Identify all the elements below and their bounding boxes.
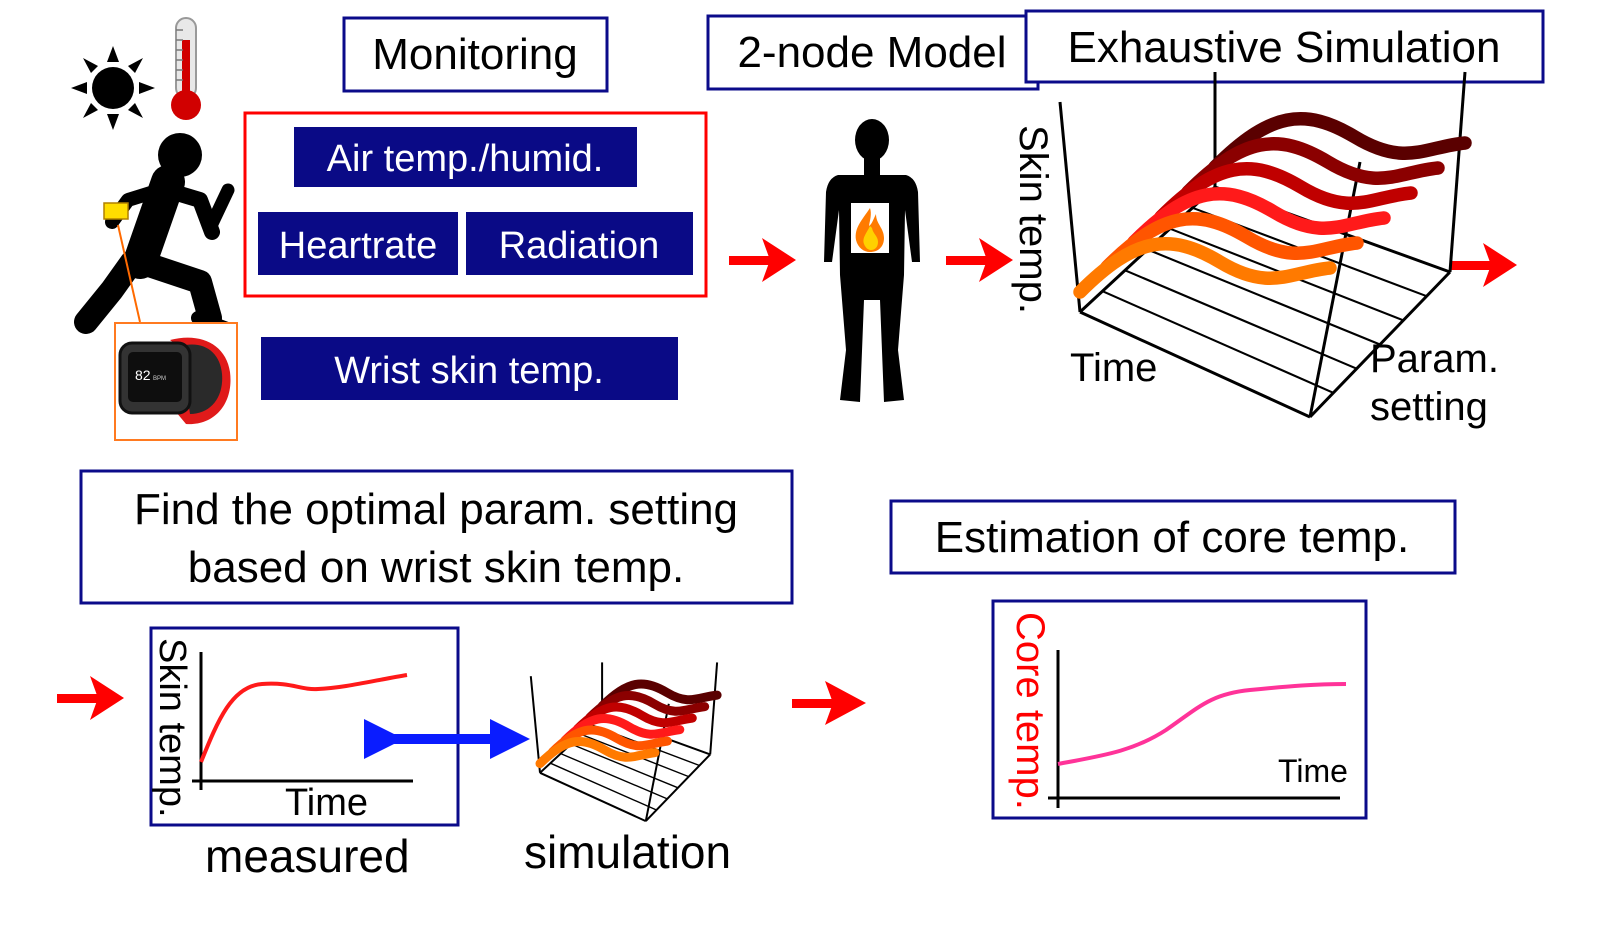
human-body-icon	[824, 119, 920, 402]
simulation-x-label: Time	[1070, 346, 1157, 390]
watch-value: 82	[135, 367, 151, 383]
estimation-title-box	[889, 499, 1457, 575]
input-radiation-label: Radiation	[499, 225, 660, 267]
plot-floor-gridline	[1102, 290, 1334, 394]
plot-frame-edge	[1079, 310, 1311, 419]
model-section: 2-node Model	[706, 14, 1040, 402]
optimal-title-line2: based on wrist skin temp.	[188, 543, 684, 592]
monitoring-title: Monitoring	[372, 30, 577, 79]
input-heartrate-label: Heartrate	[279, 225, 437, 267]
simulated-skin-temp-curve	[1073, 237, 1337, 299]
simulated-skin-temp-curve	[535, 737, 660, 769]
simulated-skin-temp-curve	[585, 691, 710, 723]
simulated-skin-temp-curve	[1100, 212, 1364, 274]
plot-frame-edge	[1058, 101, 1082, 313]
simulated-skin-temp-curve	[1127, 187, 1391, 249]
fire-icon	[855, 208, 884, 252]
simulated-skin-temp-curve	[547, 725, 672, 757]
runner-icon	[74, 133, 237, 337]
monitoring-inputs-box	[243, 111, 708, 298]
arrow-optimal-to-estimation	[792, 681, 866, 725]
simulation-z-label-line1: Param.	[1370, 337, 1499, 381]
simulated-skin-temp-curve	[1181, 137, 1445, 199]
core-temp-curve	[1057, 682, 1347, 766]
simulated-skin-temp-curve	[560, 714, 685, 746]
simulation-y-label: Skin temp.	[1011, 125, 1055, 314]
input-radiation	[466, 212, 693, 275]
input-heartrate	[258, 212, 458, 275]
sun-icon	[71, 46, 155, 130]
model-title: 2-node Model	[737, 28, 1006, 77]
arrow-into-optimal	[57, 676, 124, 720]
flow-arrows	[57, 238, 1517, 725]
model-title-box	[706, 14, 1040, 91]
smartwatch-icon: 82 BPM	[114, 322, 238, 441]
measured-caption: measured	[205, 830, 410, 882]
core-x-label: Time	[1278, 753, 1348, 789]
simulated-skin-temp-curve	[1208, 112, 1472, 174]
input-air-temp	[294, 127, 637, 187]
simulation-caption: simulation	[524, 826, 731, 878]
estimation-title: Estimation of core temp.	[935, 513, 1409, 562]
core-y-label: Core temp.	[1008, 612, 1052, 810]
simulated-skin-temp-curve	[1154, 162, 1418, 224]
estimation-section: Estimation of core temp. Core temp. Time	[889, 499, 1457, 820]
small-simulation-3d-plot	[529, 662, 722, 823]
simulation-z-label-line2: setting	[1370, 385, 1488, 429]
plot-floor-gridline	[1147, 248, 1381, 346]
monitoring-section: Monitoring Air temp./humid. Heartrate Ra…	[243, 16, 708, 400]
plot-frame-edge	[1448, 71, 1467, 273]
simulation-title-box	[1024, 9, 1545, 84]
monitoring-title-box	[342, 16, 609, 93]
arrow-model-to-simulation	[946, 238, 1013, 282]
arrow-simulation-out	[1450, 243, 1517, 287]
plot-floor-gridline	[570, 743, 679, 789]
watch-unit: BPM	[153, 376, 166, 382]
simulation-title: Exhaustive Simulation	[1068, 23, 1501, 72]
optimal-section: Find the optimal param. setting based on…	[79, 469, 794, 882]
plot-frame-edge	[529, 676, 541, 773]
arrow-monitoring-to-model	[729, 238, 796, 282]
core-chart-box	[991, 599, 1368, 820]
measured-curve	[199, 673, 408, 763]
plot-floor-gridline	[560, 752, 668, 800]
simulated-skin-temp-curve	[597, 679, 722, 711]
simulated-skin-temp-curve	[572, 702, 697, 734]
simulation-3d-plot	[1058, 71, 1472, 419]
input-wrist-skin-temp-label: Wrist skin temp.	[334, 350, 604, 392]
sensor-icon	[103, 202, 141, 323]
plot-floor-gridline	[550, 762, 657, 811]
measured-y-label: Skin temp.	[151, 638, 193, 818]
thermometer-icon	[171, 17, 201, 120]
input-air-temp-label: Air temp./humid.	[327, 138, 604, 180]
optimal-title-line1: Find the optimal param. setting	[134, 485, 738, 534]
measured-x-label: Time	[285, 782, 368, 824]
optimal-title-box	[79, 469, 794, 605]
plot-floor-gridline	[1124, 269, 1358, 370]
plot-frame-edge	[709, 662, 719, 755]
plot-frame-edge	[539, 771, 647, 823]
input-wrist-skin-temp	[261, 337, 678, 400]
simulation-section: Exhaustive Simulation Skin temp. Time Pa…	[1011, 9, 1545, 429]
